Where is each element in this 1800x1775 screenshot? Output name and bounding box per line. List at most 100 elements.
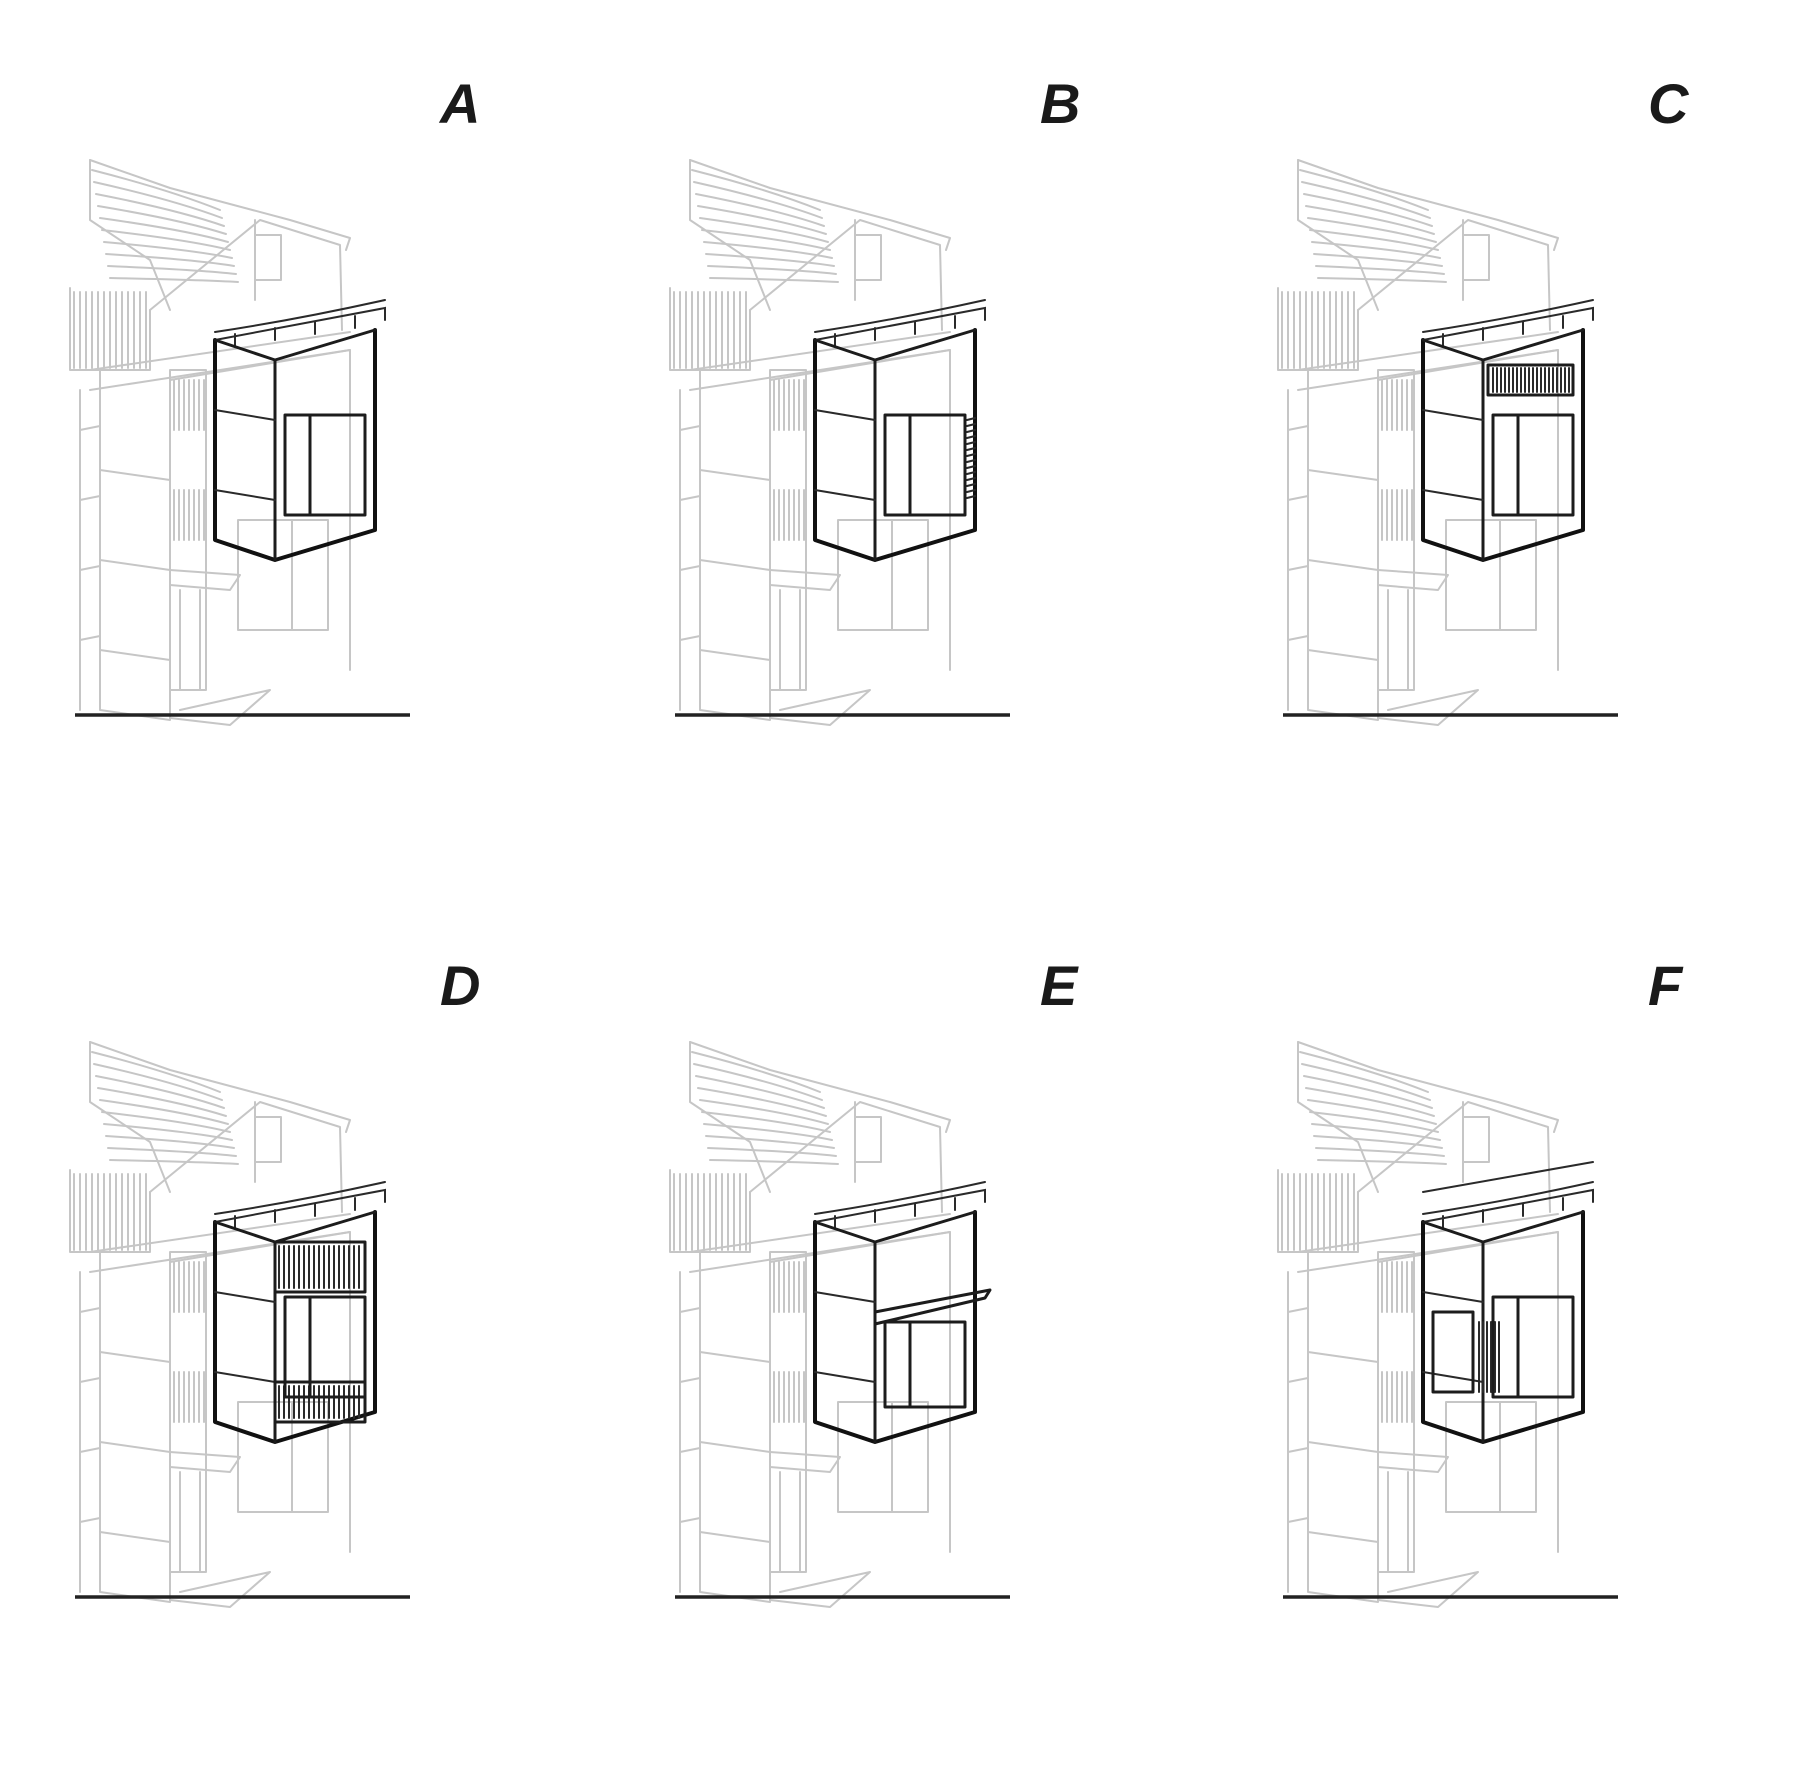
left-upper-wall	[669, 287, 751, 371]
roof-shingle-line	[91, 169, 221, 211]
floor-line	[99, 559, 171, 571]
floor-band-line	[1297, 1213, 1559, 1253]
bay-module	[213, 299, 386, 562]
panel-label: F	[1648, 954, 1683, 1017]
roof-left-edge	[89, 1041, 171, 1193]
building-context	[669, 159, 951, 726]
front-tower-face	[169, 1231, 351, 1553]
panel-label: D	[440, 954, 481, 1017]
left-upper-wall	[69, 1169, 151, 1253]
roof-shingle-line	[99, 1099, 229, 1125]
floor-band-line	[89, 331, 351, 371]
side-panel-joint	[1422, 489, 1484, 501]
panel-d: D	[60, 922, 660, 1775]
side-fin-line	[966, 441, 976, 445]
left-tower-face	[1307, 1251, 1379, 1603]
bay-window	[283, 413, 367, 517]
window-awning	[873, 1288, 992, 1326]
roof-shingle-line	[93, 181, 223, 219]
bay-window	[883, 413, 967, 517]
floor-tick	[79, 495, 101, 501]
door-canopy	[1377, 569, 1449, 591]
floor-tick	[79, 565, 101, 571]
side-fin-line	[966, 465, 976, 469]
slat-column	[1377, 1251, 1415, 1573]
roof-shingle-line	[95, 193, 225, 227]
sketch-c	[1277, 159, 1618, 726]
roof-shingle-line	[1315, 1147, 1445, 1157]
floor-tick	[679, 635, 701, 641]
floor-line	[1307, 1351, 1379, 1363]
roof-shingle-line	[1305, 1087, 1435, 1117]
floor-tick	[79, 425, 101, 431]
lower-window	[837, 1401, 929, 1513]
side-panel-joint	[214, 1371, 276, 1383]
gable-outline	[1357, 1101, 1551, 1213]
ground-patch	[1377, 689, 1479, 726]
bay-corner-edge	[213, 338, 277, 562]
sketch-group	[1277, 159, 1594, 726]
roof-shingle-line	[1305, 205, 1435, 235]
bay-corner-edge	[813, 338, 877, 562]
bay-window	[1491, 1295, 1575, 1399]
front-tower-face	[769, 1231, 951, 1553]
door-frame	[779, 589, 801, 691]
floor-tick	[1287, 495, 1309, 501]
floor-line	[99, 469, 171, 481]
lower-window	[237, 519, 329, 631]
slat-column	[769, 369, 807, 691]
floor-tick	[1287, 635, 1309, 641]
gable-window	[254, 1116, 282, 1163]
side-fin-line	[966, 423, 976, 427]
lower-window	[1445, 1401, 1537, 1513]
side-fin-line	[966, 417, 976, 421]
ground-patch	[769, 689, 871, 726]
bay-corner-edge	[213, 1220, 277, 1444]
gable-outline	[1357, 219, 1551, 331]
roof-shingle-line	[1315, 265, 1445, 275]
roof-shingle-line	[1311, 241, 1441, 259]
roof-shingle-line	[97, 205, 227, 235]
left-upper-wall	[1277, 1169, 1359, 1253]
floor-tick	[1287, 565, 1309, 571]
left-tower-face	[99, 369, 171, 721]
roof-shingle-line	[707, 1147, 837, 1157]
panel-f: F	[1268, 922, 1800, 1775]
floor-line	[1307, 649, 1379, 661]
side-fin-line	[966, 489, 976, 493]
roof-ridge-line	[89, 159, 351, 251]
roof-shingle-line	[1309, 1111, 1439, 1133]
roof-shingle-line	[95, 1075, 225, 1109]
roof-shingle-line	[695, 1075, 825, 1109]
roof-shingle-line	[697, 1087, 827, 1117]
side-panel-joint	[214, 1291, 276, 1303]
door-frame	[1387, 589, 1409, 691]
bay-module	[813, 1181, 992, 1444]
rail-top	[814, 299, 986, 333]
bay-top-edge	[873, 1210, 977, 1244]
roof-shingle-line	[695, 193, 825, 227]
sketch-a	[69, 159, 410, 726]
rail-top	[214, 299, 386, 333]
front-tower-face	[769, 349, 951, 671]
lower-window	[1445, 519, 1537, 631]
floor-tick	[679, 565, 701, 571]
side-fin-line	[966, 453, 976, 457]
roof-shingle-line	[709, 277, 839, 283]
floor-tick	[1287, 1517, 1309, 1523]
bay-top-edge	[873, 328, 977, 362]
roof-shingle-line	[97, 1087, 227, 1117]
floor-line	[99, 1441, 171, 1453]
bay-window	[283, 1295, 367, 1399]
floor-tick	[1287, 425, 1309, 431]
roof-shingle-line	[99, 217, 229, 243]
bay-top-edge	[273, 1210, 377, 1244]
side-fin-line	[966, 459, 976, 463]
ground-patch	[169, 1571, 271, 1608]
roof-shingle-line	[1309, 229, 1439, 251]
roof-left-edge	[89, 159, 171, 311]
panel-label: E	[1040, 954, 1078, 1017]
roof-left-edge	[689, 1041, 771, 1193]
gable-window	[854, 234, 882, 281]
sketch-group	[69, 159, 386, 726]
